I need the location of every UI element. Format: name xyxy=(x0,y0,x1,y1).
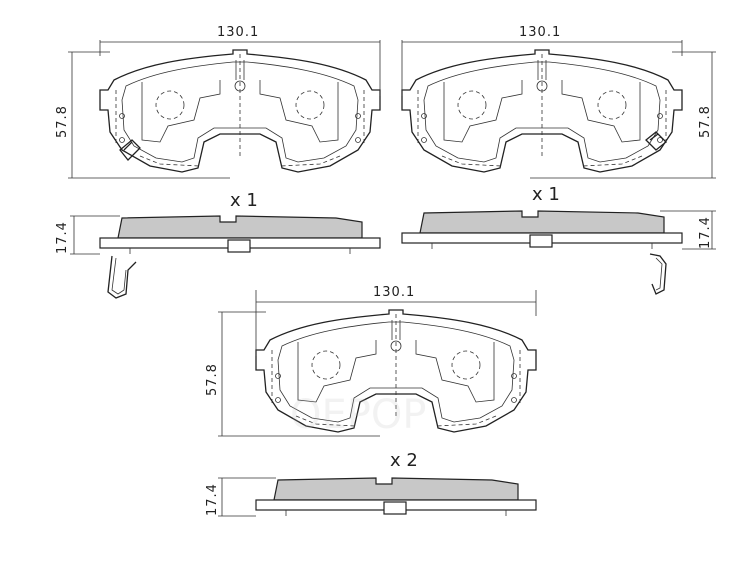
sensor-wire-left xyxy=(107,255,137,299)
quantity-label-left: x 1 xyxy=(230,190,258,211)
sensor-wire-right xyxy=(649,253,667,295)
width-label: 130.1 xyxy=(217,25,259,40)
height-dimension-bottom: 57.8 xyxy=(205,311,380,437)
thickness-label: 17.4 xyxy=(698,216,713,249)
quantity-label-bottom: x 2 xyxy=(390,450,418,471)
height-dimension-top-left: 57.8 xyxy=(55,51,230,179)
thickness-dimension-bottom: 17.4 xyxy=(205,477,276,517)
width-label: 130.1 xyxy=(519,25,561,40)
watermark: OEPOP xyxy=(290,392,426,438)
height-label: 57.8 xyxy=(698,105,713,138)
thickness-dimension-top-right: 17.4 xyxy=(660,210,716,250)
side-view-bottom xyxy=(255,477,537,517)
height-label: 57.8 xyxy=(205,363,220,396)
side-view-top-right xyxy=(401,210,683,250)
height-dimension-top-right: 57.8 xyxy=(530,51,716,179)
width-dimension-bottom: 130.1 xyxy=(255,285,537,356)
height-label: 57.8 xyxy=(55,105,70,138)
wear-sensor-clip xyxy=(119,139,141,161)
side-view-top-left xyxy=(99,215,381,255)
thickness-label: 17.4 xyxy=(205,483,220,516)
pad-face-top-right xyxy=(401,49,683,173)
width-label: 130.1 xyxy=(373,285,415,300)
width-dimension-top-left: 130.1 xyxy=(99,25,381,96)
wear-sensor-clip-right xyxy=(645,131,667,151)
thickness-label: 17.4 xyxy=(55,221,70,254)
width-dimension-top-right: 130.1 xyxy=(401,25,683,96)
quantity-label-right: x 1 xyxy=(532,184,560,205)
thickness-dimension-top-left: 17.4 xyxy=(55,215,120,255)
pad-face-top-left xyxy=(99,49,381,173)
